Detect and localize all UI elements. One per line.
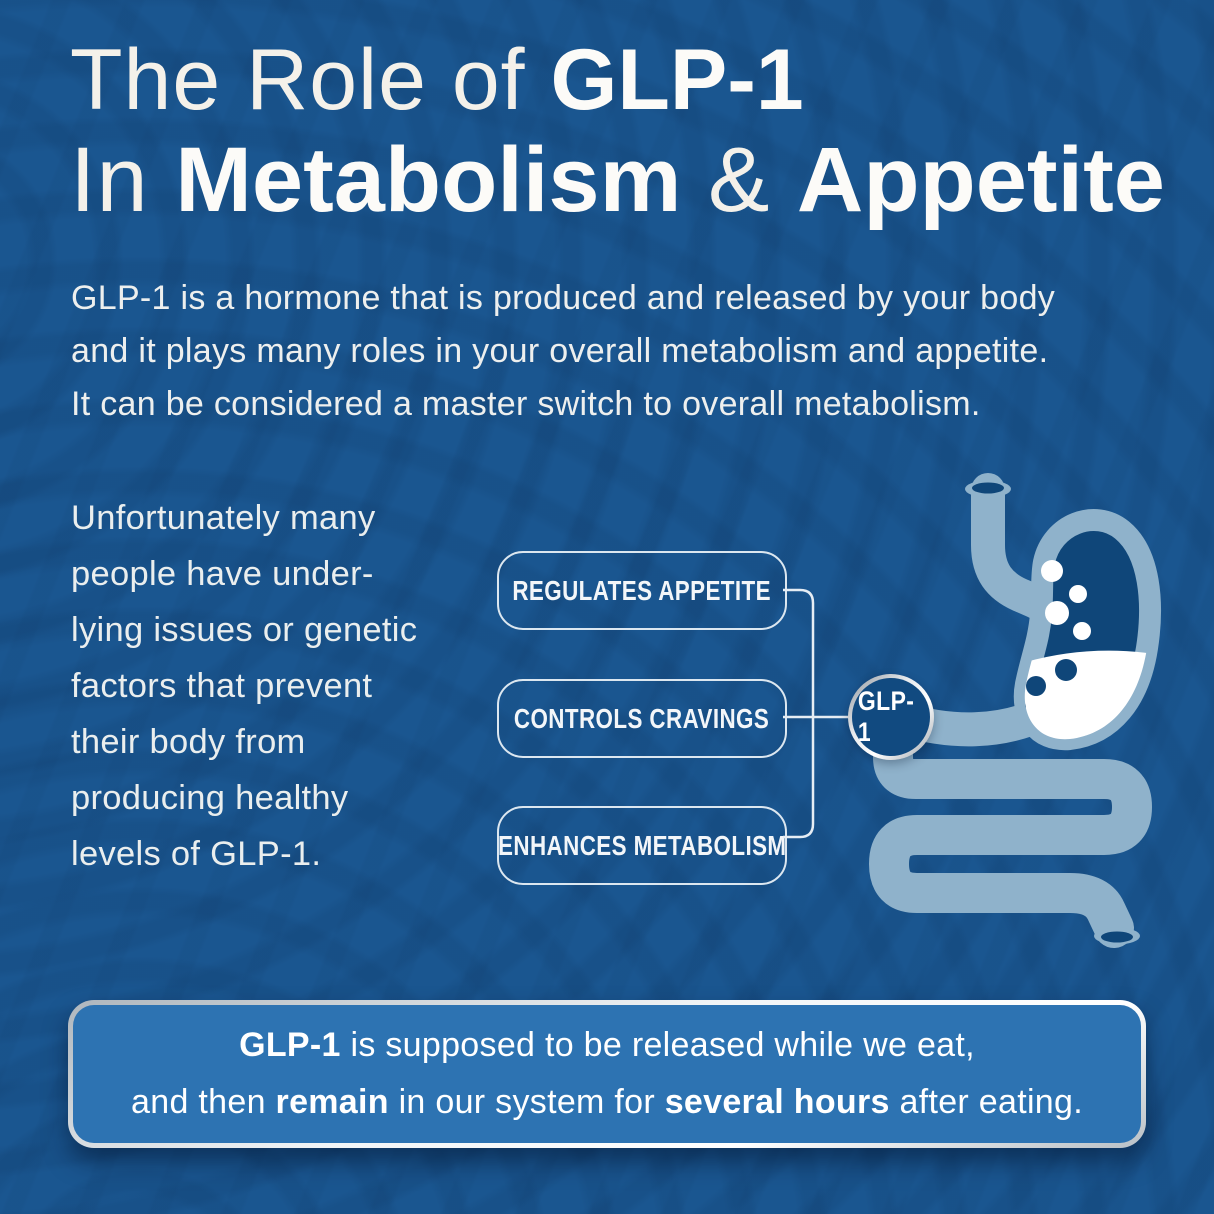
stomach bbox=[1013, 509, 1161, 751]
callout-text: is supposed to be released while we eat, bbox=[340, 1026, 975, 1064]
title-appetite-text: Appetite bbox=[796, 129, 1165, 231]
callout-line-2: and then remain in our system for severa… bbox=[73, 1074, 1141, 1131]
title-light-text: The Role of bbox=[70, 32, 551, 128]
title-in-text: In bbox=[70, 129, 176, 231]
title-line-2: In Metabolism & Appetite bbox=[70, 130, 1165, 230]
callout-text: and then bbox=[131, 1083, 276, 1121]
diagram-box-enhances-metabolism: ENHANCES METABOLISM bbox=[497, 806, 787, 885]
intro-paragraph: GLP-1 is a hormone that is produced and … bbox=[71, 279, 1056, 423]
callout-text: after eating. bbox=[889, 1083, 1083, 1121]
stomach-bubbles bbox=[1041, 560, 1091, 640]
title-line-1: The Role of GLP-1 bbox=[70, 30, 1165, 130]
diagram-label: REGULATES APPETITE bbox=[512, 574, 772, 606]
connector-lines bbox=[783, 588, 852, 839]
page-title: The Role of GLP-1 In Metabolism & Appeti… bbox=[70, 30, 1165, 230]
glp1-hub-badge: GLP-1 bbox=[848, 674, 934, 760]
callout-text: in our system for bbox=[388, 1083, 665, 1121]
callout-frame: GLP-1 is supposed to be released while w… bbox=[68, 1000, 1146, 1148]
callout-box: GLP-1 is supposed to be released while w… bbox=[73, 1005, 1141, 1143]
callout-glp1-text: GLP-1 bbox=[239, 1026, 341, 1064]
title-metabolism-text: Metabolism bbox=[175, 129, 682, 231]
diagram-box-regulates-appetite: REGULATES APPETITE bbox=[497, 551, 787, 630]
intestines bbox=[869, 690, 1152, 948]
title-ampersand: & bbox=[681, 129, 797, 231]
diagram-box-controls-cravings: CONTROLS CRAVINGS bbox=[497, 679, 787, 758]
side-note-paragraph: Unfortunately many people have under- ly… bbox=[71, 499, 418, 873]
callout-line-1: GLP-1 is supposed to be released while w… bbox=[73, 1017, 1141, 1074]
diagram-label: ENHANCES METABOLISM bbox=[497, 829, 787, 861]
glp1-hub-badge-inner: GLP-1 bbox=[852, 678, 930, 756]
callout-remain-text: remain bbox=[275, 1083, 389, 1121]
stomach-liquid bbox=[1024, 650, 1151, 740]
diagram-label: CONTROLS CRAVINGS bbox=[514, 702, 770, 734]
glp1-hub-label: GLP-1 bbox=[857, 686, 915, 747]
esophagus bbox=[965, 473, 1071, 630]
callout-several-hours-text: several hours bbox=[664, 1083, 890, 1121]
title-glp1-text: GLP-1 bbox=[550, 32, 804, 128]
